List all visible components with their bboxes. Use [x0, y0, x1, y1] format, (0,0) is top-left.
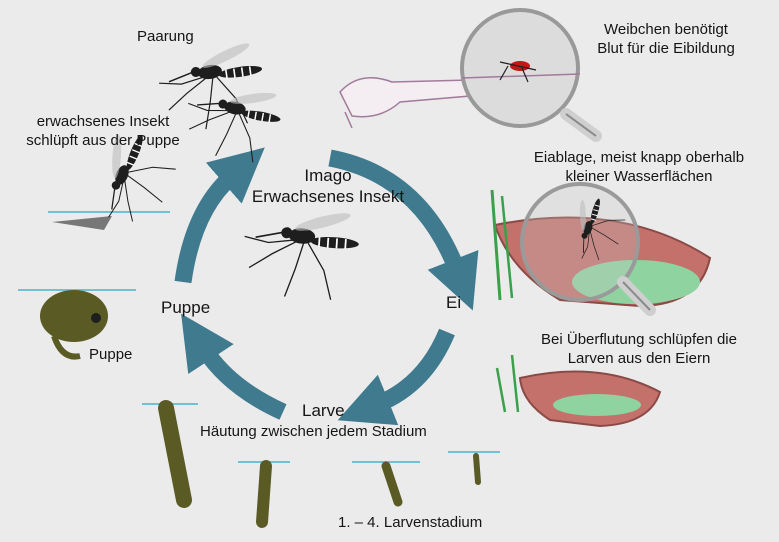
larvae-instars — [142, 400, 500, 528]
label-molting: Häutung zwischen jedem Stadium — [200, 423, 427, 440]
label-blood-meal-line2: Blut für die Eibildung — [597, 40, 735, 57]
egg-laying-dish — [490, 182, 712, 316]
label-egg-laying: Eiablage, meist knapp oberhalb kleiner W… — [514, 148, 764, 186]
arrow-pupa-to-imago — [174, 147, 265, 284]
arrow-egg-to-larva — [337, 328, 455, 426]
emerging-adult-illustration — [48, 124, 184, 235]
arrow-larva-to-pupa — [181, 313, 287, 420]
label-emerging-adult: erwachsenes Insekt schlüpft aus der Pupp… — [7, 112, 199, 150]
label-imago: Imago Erwachsenes Insekt — [236, 165, 420, 207]
label-egg-laying-line2: kleiner Wasserflächen — [565, 168, 713, 185]
label-pupa-stage: Puppe — [161, 298, 211, 317]
larva-instar-2 — [381, 461, 403, 507]
label-flood-hatching: Bei Überflutung schlüpfen die Larven aus… — [512, 330, 766, 368]
label-imago-line2: Erwachsenes Insekt — [251, 187, 405, 206]
label-emerging-adult-line1: erwachsenes Insekt — [36, 113, 170, 130]
imago-mosquito — [239, 201, 362, 303]
larva-instar-4 — [158, 400, 192, 508]
label-larval-instars: 1. – 4. Larvenstadium — [338, 514, 483, 531]
label-imago-line1: Imago — [304, 166, 352, 185]
pupa-illustration — [18, 289, 136, 360]
label-pupa-illustration: Puppe — [89, 346, 133, 363]
label-emerging-adult-line2: schlüpft aus der Puppe — [26, 132, 180, 149]
label-blood-meal-line1: Weibchen benötigt — [604, 21, 728, 38]
lifecycle-arrows — [174, 147, 479, 426]
label-larva: Larve — [302, 401, 345, 420]
larva-instar-3 — [256, 460, 272, 528]
label-egg-laying-line1: Eiablage, meist knapp oberhalb — [533, 149, 745, 166]
larva-instar-1 — [473, 453, 481, 485]
label-mating: Paarung — [137, 28, 194, 45]
label-egg: Ei — [446, 293, 462, 312]
arrow-imago-to-egg — [328, 149, 479, 311]
label-flood-hatching-line1: Bei Überflutung schlüpfen die — [541, 331, 737, 348]
label-flood-hatching-line2: Larven aus den Eiern — [567, 350, 711, 367]
label-blood-meal: Weibchen benötigt Blut für die Eibildung — [580, 20, 752, 58]
flooded-dish — [495, 354, 662, 428]
blood-meal-illustration — [339, 8, 602, 142]
